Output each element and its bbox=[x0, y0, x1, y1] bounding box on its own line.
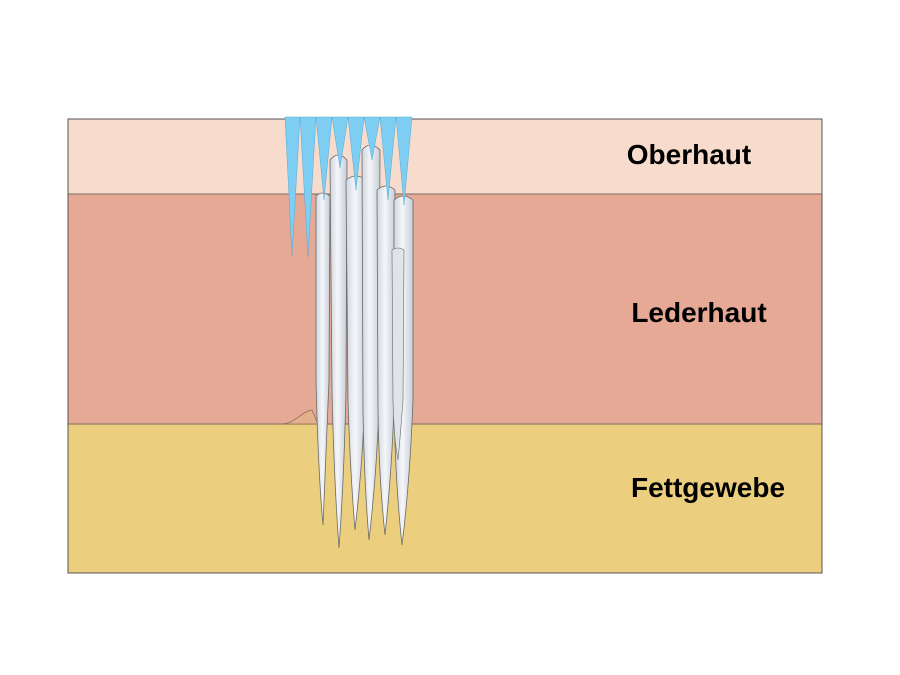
epidermis-label: Oberhaut bbox=[627, 139, 751, 170]
subcutis-label: Fettgewebe bbox=[631, 472, 785, 503]
ice-needle bbox=[391, 247, 405, 461]
ice-needle bbox=[345, 175, 367, 531]
ice-needle bbox=[376, 185, 396, 536]
epidermis-layer bbox=[68, 119, 822, 194]
tissue-bulge bbox=[279, 409, 319, 425]
surface-ice-tips bbox=[284, 116, 413, 258]
dermis-layer bbox=[68, 194, 822, 424]
diagram-border bbox=[67, 118, 823, 574]
ice-needle bbox=[329, 154, 348, 549]
ice-crystal-column bbox=[284, 116, 414, 549]
dermis-label: Lederhaut bbox=[631, 297, 766, 328]
subcutis-layer bbox=[68, 424, 822, 573]
ice-needle bbox=[315, 192, 331, 526]
